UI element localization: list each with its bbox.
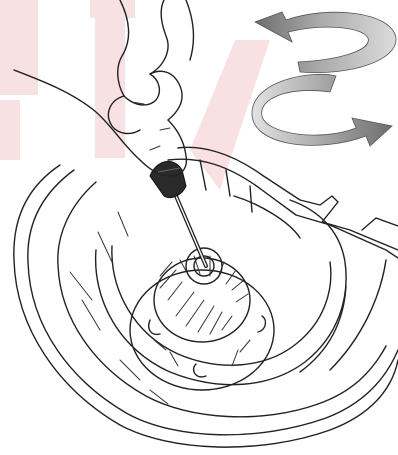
watermark bbox=[0, 0, 270, 190]
burr-grinder-icon bbox=[130, 248, 274, 390]
rotation-arrow-bottom-icon bbox=[252, 74, 392, 146]
rotation-arrow-top-icon bbox=[255, 12, 396, 73]
screwdriver-icon bbox=[150, 161, 206, 266]
grinder-chamber bbox=[70, 200, 346, 404]
hopper-housing bbox=[14, 147, 398, 447]
